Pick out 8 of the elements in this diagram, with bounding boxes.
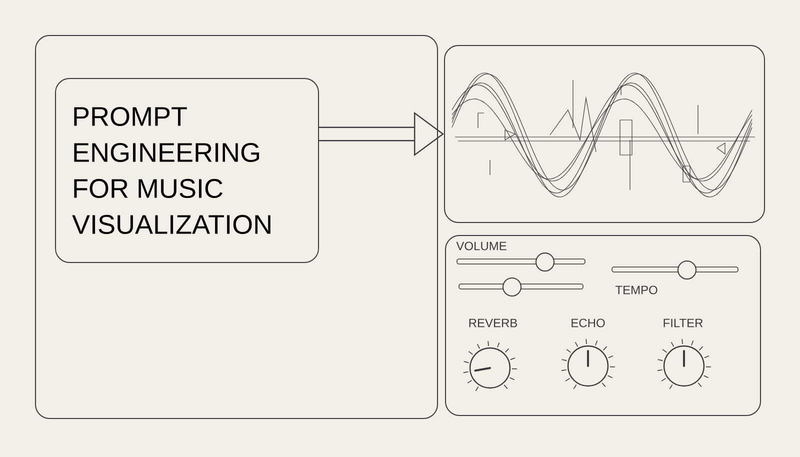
control-label: FILTER — [664, 318, 703, 328]
control-label: ECHO — [572, 318, 605, 328]
waveform-panel — [444, 45, 765, 223]
control-label: REVERB — [469, 318, 518, 328]
title-box: PROMPT ENGINEERING FOR MUSIC VISUALIZATION — [55, 78, 319, 263]
control-label: TEMPO — [615, 286, 658, 294]
control-label: VOLUME — [456, 242, 506, 250]
frame-box — [35, 35, 438, 419]
